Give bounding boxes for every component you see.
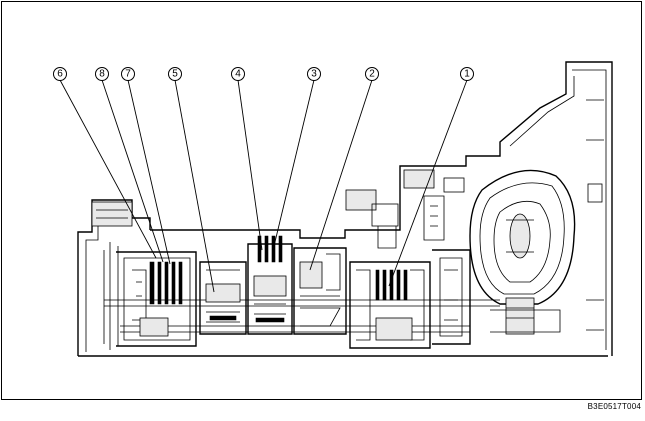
leader-line-6 [59,79,157,259]
leader-line-7 [127,79,171,265]
front-clutch-plates [375,269,408,301]
callout-6-label: 6 [57,69,63,80]
callout-1-label: 1 [464,69,470,80]
leader-line-1 [388,79,468,287]
leader-line-3 [273,79,315,247]
rear-clutch-plates [149,261,183,305]
leader-line-8 [101,79,164,263]
callout-2: 2 [365,67,379,81]
callout-4-label: 4 [235,69,241,80]
callout-4: 4 [231,67,245,81]
callout-8: 8 [95,67,109,81]
callout-7-label: 7 [125,69,131,80]
callout-3-label: 3 [311,69,317,80]
leader-line-5 [174,79,215,293]
internal-mechanism [104,235,500,349]
callout-2-label: 2 [369,69,375,80]
callout-3: 3 [307,67,321,81]
leader-line-4 [237,79,263,251]
callout-5-label: 5 [172,69,178,80]
transmission-housing [77,61,613,357]
callout-6: 6 [53,67,67,81]
leader-lines [59,79,468,293]
figure-id-label: B3E0517T004 [587,402,641,411]
callout-7: 7 [121,67,135,81]
callout-5: 5 [168,67,182,81]
callout-8-label: 8 [99,69,105,80]
diagram-frame [1,1,642,400]
callout-1: 1 [460,67,474,81]
leader-line-2 [309,79,373,271]
center-clutch-plates [257,235,283,263]
